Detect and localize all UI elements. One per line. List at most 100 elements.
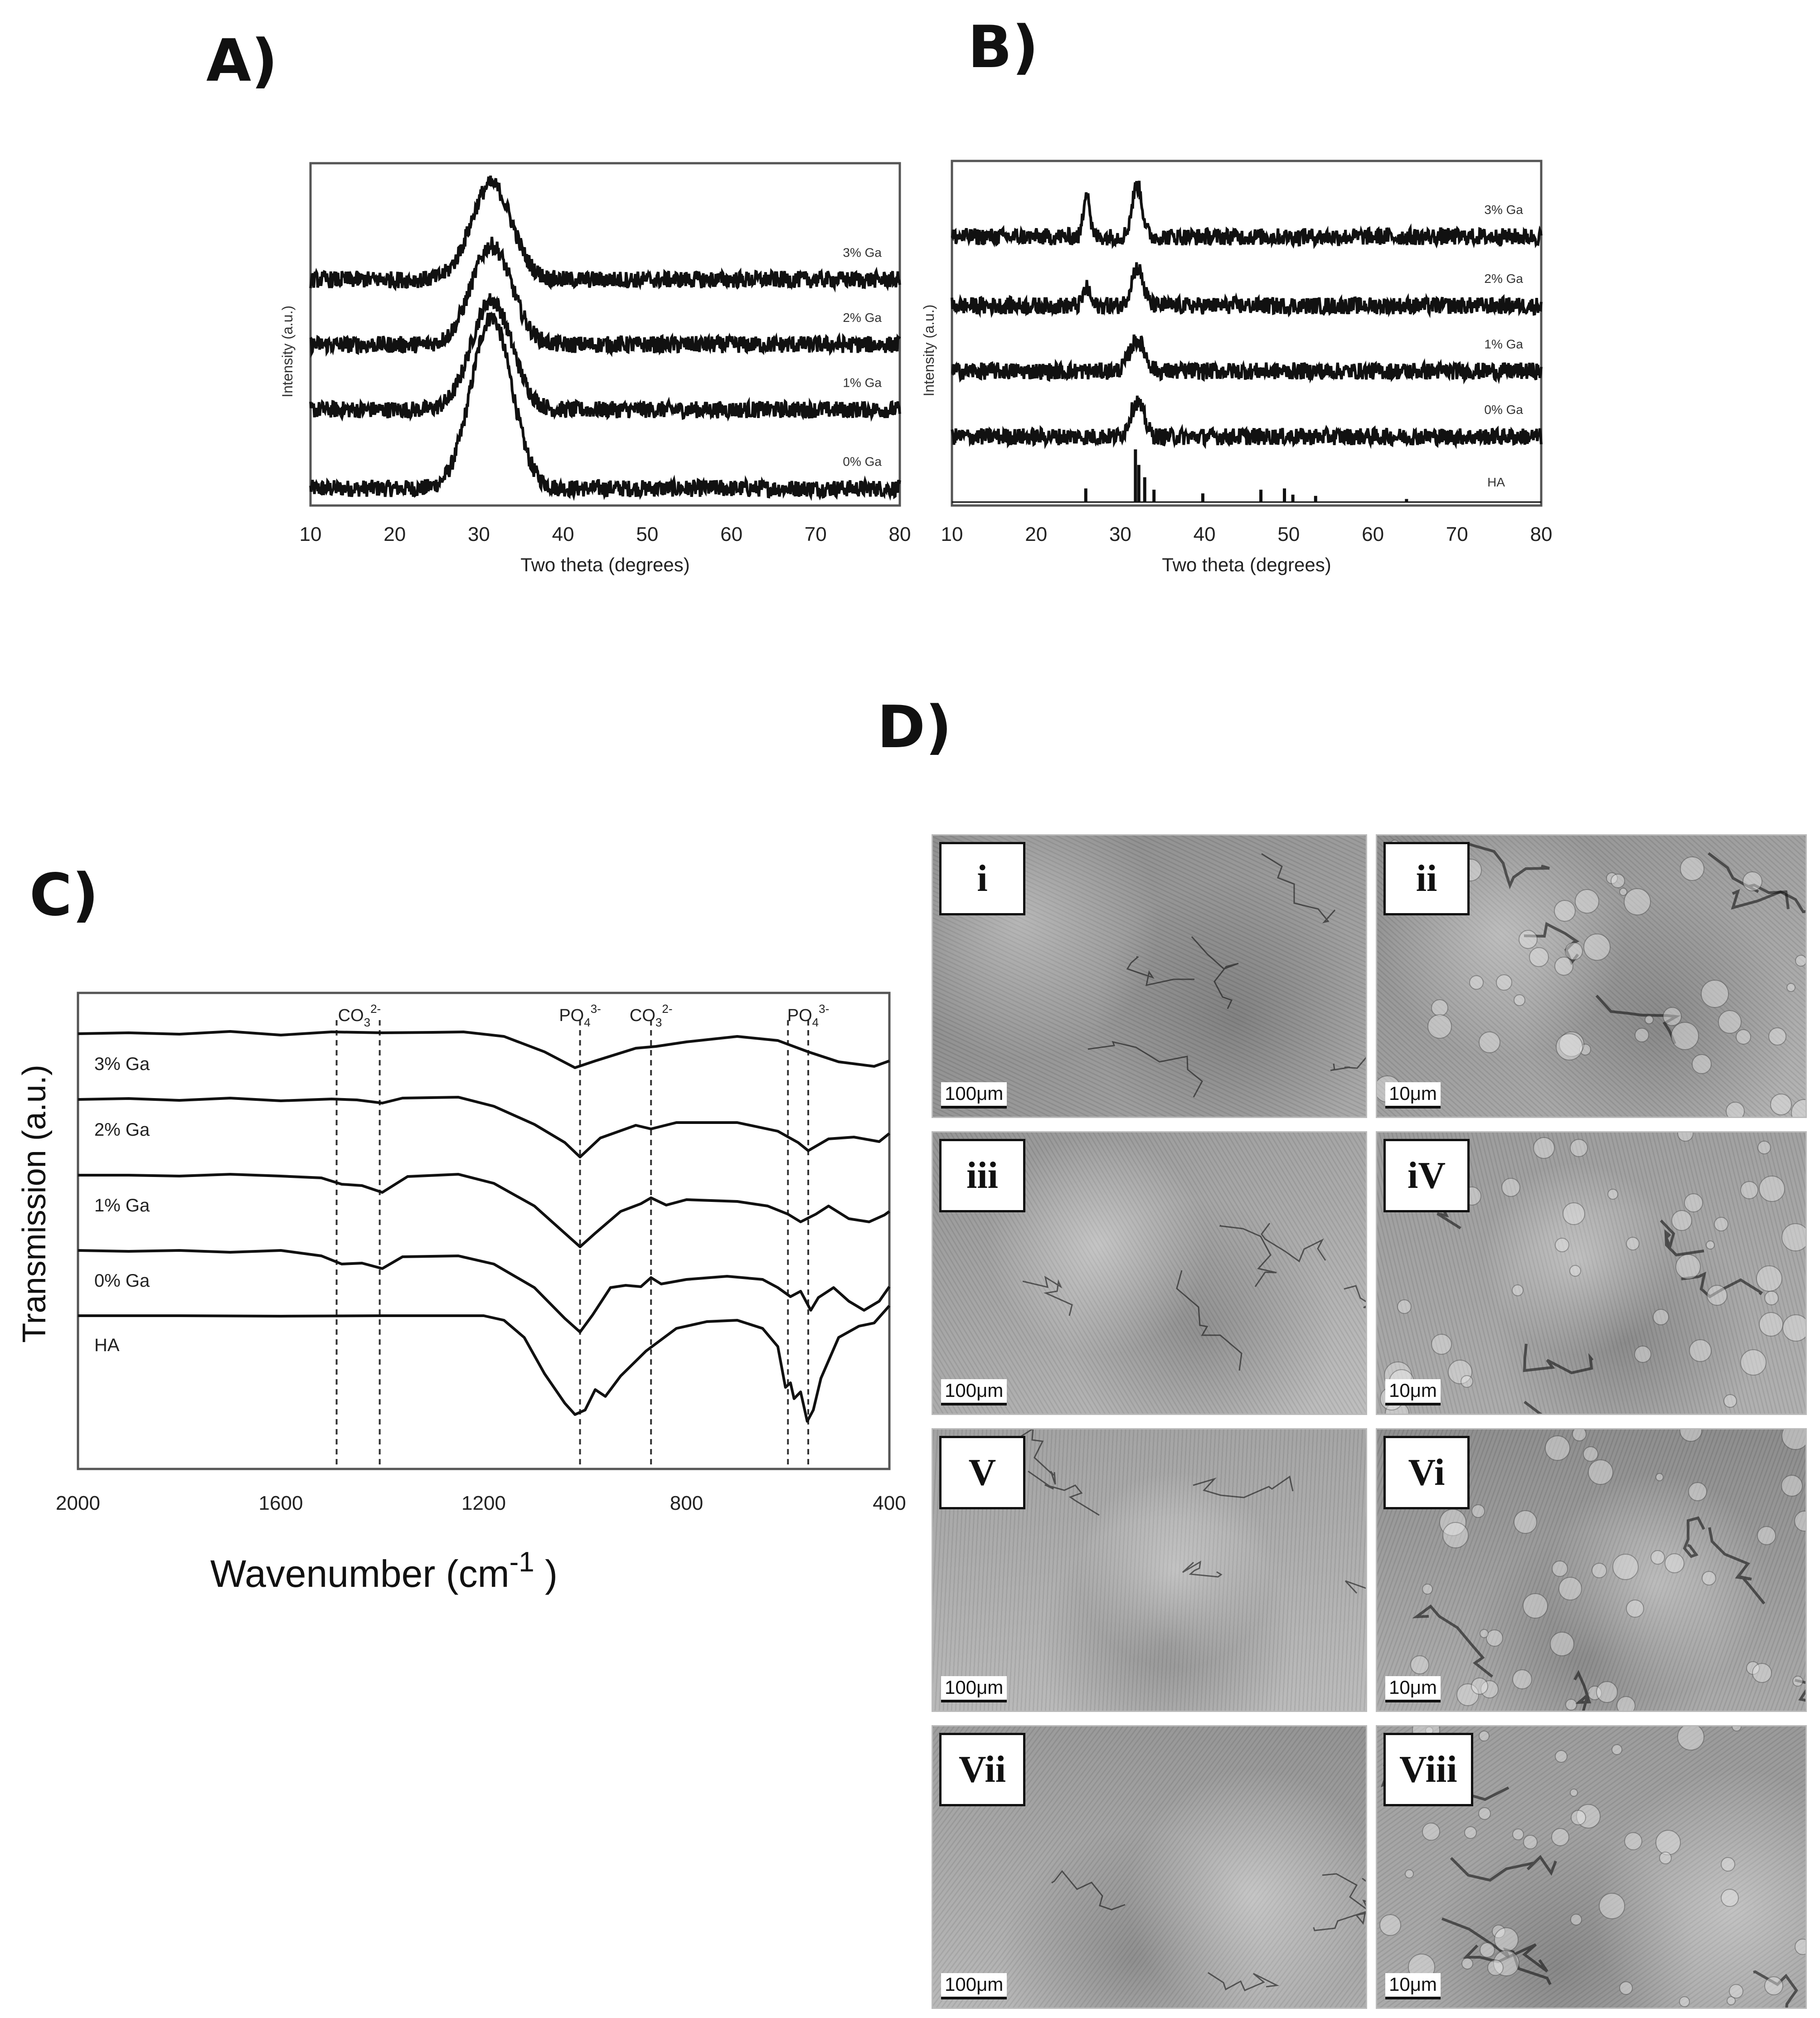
particle <box>1550 1632 1574 1656</box>
particle <box>1422 1823 1440 1841</box>
scale-bar: 10μm <box>1385 1973 1441 1999</box>
particle <box>1570 1139 1588 1157</box>
crack-line <box>1683 1516 1705 1558</box>
series-label: 1% Ga <box>94 1196 150 1216</box>
particle <box>1795 955 1805 967</box>
particle <box>1684 1193 1703 1212</box>
particle <box>1587 1686 1602 1700</box>
crack-line <box>1524 922 1580 965</box>
series-line <box>309 237 901 358</box>
scale-bar: 10μm <box>1385 1082 1441 1109</box>
crack-line <box>1344 1285 1366 1308</box>
band-label: PO43- <box>787 1002 830 1029</box>
sem-panel-tag: iV <box>1383 1139 1470 1212</box>
crack-line <box>1176 1270 1242 1371</box>
particle <box>1571 1810 1586 1825</box>
particle <box>1634 1346 1651 1363</box>
particle <box>1583 1446 1598 1462</box>
particle <box>1611 874 1625 888</box>
particle <box>1679 1996 1690 2007</box>
particle <box>1565 1699 1577 1711</box>
x-tick-label: 400 <box>873 1492 906 1514</box>
particle <box>1794 1511 1805 1532</box>
sem-texture <box>1051 1870 1366 1991</box>
particle <box>1570 1914 1582 1926</box>
series-label: 2% Ga <box>1484 272 1523 286</box>
particle <box>1718 1010 1742 1034</box>
particle <box>1512 1669 1532 1689</box>
crack-line <box>1595 994 1681 1045</box>
particle <box>1680 856 1704 881</box>
particle <box>1721 1857 1735 1872</box>
particle <box>1479 1731 1490 1741</box>
particle <box>1714 1217 1728 1231</box>
particle <box>1479 1031 1500 1053</box>
particle <box>1575 889 1599 914</box>
particle <box>1478 1807 1491 1820</box>
particle <box>1689 1339 1712 1362</box>
particle <box>1726 1102 1745 1117</box>
crack-line <box>1660 1219 1704 1257</box>
particle <box>1569 1265 1581 1277</box>
panel-label-d: D) <box>877 694 952 761</box>
panel-label-a: A) <box>206 27 278 95</box>
x-tick-label: 70 <box>805 523 827 545</box>
particle <box>1442 1522 1469 1548</box>
x-tick-label: 30 <box>1109 523 1131 545</box>
series-line <box>309 311 901 501</box>
crack-line <box>1753 1970 1798 2008</box>
series-label: 0% Ga <box>1484 403 1523 417</box>
series-line <box>78 1305 891 1423</box>
series-line <box>78 1030 890 1069</box>
x-tick-label: 2000 <box>56 1492 100 1514</box>
scale-bar: 100μm <box>941 1379 1007 1405</box>
x-tick-label: 80 <box>1530 523 1553 545</box>
plot-frame <box>951 160 1543 507</box>
particle <box>1702 1571 1716 1585</box>
particle <box>1619 1981 1633 1995</box>
particle <box>1563 1202 1585 1225</box>
particle <box>1519 930 1538 949</box>
particle <box>1723 1394 1737 1408</box>
x-tick-label: 40 <box>552 523 574 545</box>
particle <box>1431 1334 1452 1355</box>
series-line <box>951 395 1543 449</box>
x-tick-label: 20 <box>383 523 406 545</box>
particle <box>1448 1360 1472 1384</box>
x-axis-label: Two theta (degrees) <box>1162 554 1331 575</box>
crack-line <box>1330 1057 1366 1071</box>
sem-texture <box>1022 1223 1366 1371</box>
sem-panel-tag: Viii <box>1383 1733 1473 1806</box>
series-line <box>309 293 901 422</box>
sem-panel-tag: i <box>939 842 1025 915</box>
sem-texture <box>1014 1430 1366 1594</box>
particle <box>1795 1939 1805 1955</box>
particle <box>1655 1473 1664 1481</box>
series-line <box>951 262 1543 318</box>
x-tick-label: 60 <box>1362 523 1384 545</box>
panel-label-b: B) <box>968 14 1039 81</box>
particle <box>1692 1054 1712 1074</box>
particle <box>1786 983 1796 992</box>
particle <box>1791 1099 1805 1117</box>
particle <box>1624 888 1651 915</box>
particle <box>1757 1141 1771 1154</box>
x-tick-label: 40 <box>1194 523 1216 545</box>
crack-line <box>1344 1580 1366 1594</box>
particle <box>1461 1958 1473 1969</box>
particle <box>1576 1804 1601 1828</box>
particle <box>1782 1314 1805 1342</box>
crack-line <box>1051 1870 1126 1911</box>
particle <box>1554 957 1573 976</box>
series-line <box>309 175 901 293</box>
crack-line <box>1462 1943 1548 1973</box>
ftir-chart-c: CO32-PO43-CO32-PO43-3% Ga2% Ga1% Ga0% Ga… <box>16 992 906 1595</box>
particle <box>1545 1435 1570 1461</box>
particle <box>1551 1828 1569 1846</box>
particle <box>1514 994 1525 1006</box>
sem-texture <box>1087 853 1366 1098</box>
